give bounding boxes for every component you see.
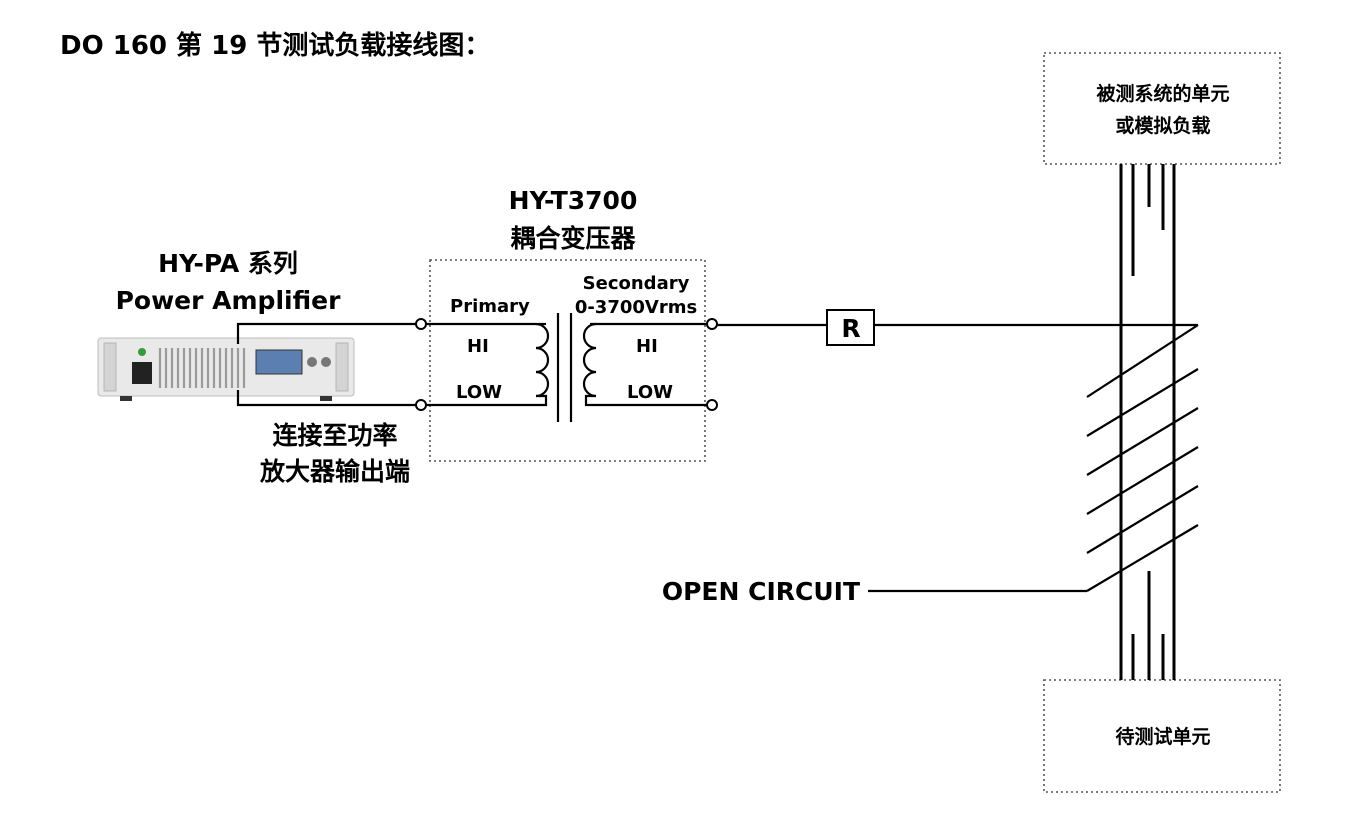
amplifier-hi-wire [236,322,421,344]
primary-low-label: LOW [456,382,502,403]
coupling-helix [1086,324,1199,592]
secondary-voltage-label: 0-3700Vrms [575,297,697,318]
primary-winding [426,322,550,407]
dut-label: 待测试单元 [1115,725,1210,748]
secondary-hi-terminal [706,318,718,330]
secondary-low-terminal [706,399,718,411]
primary-low-terminal [415,399,427,411]
cable-bundle [1119,164,1176,680]
secondary-label: Secondary [583,273,690,294]
transformer-box [429,259,706,462]
secondary-hi-label: HI [636,336,658,357]
transformer-model-label: HY-T3700 [509,186,638,215]
connect-label-line2: 放大器输出端 [259,457,410,486]
amplifier-low-wire [236,390,421,407]
resistor [826,309,875,346]
primary-hi-label: HI [467,336,489,357]
system-unit-label-line2: 或模拟负载 [1115,114,1210,137]
amplifier-name-label: Power Amplifier [116,286,342,315]
primary-label: Primary [450,296,530,317]
power-amplifier-device [97,337,355,401]
open-circuit-label: OPEN CIRCUIT [662,577,860,606]
transformer-name-label: 耦合变压器 [510,224,636,253]
primary-hi-terminal [415,318,427,330]
secondary-winding [582,322,707,407]
resistor-label: R [841,314,860,343]
connect-label-line1: 连接至功率 [272,421,397,450]
system-unit-label-line1: 被测系统的单元 [1096,82,1229,105]
diagram-title: DO 160 第 19 节测试负载接线图： [60,30,490,61]
amplifier-series-label: HY-PA 系列 [158,249,298,278]
secondary-low-label: LOW [627,382,673,403]
dut-box [1043,679,1281,793]
system-unit-box [1043,52,1281,165]
